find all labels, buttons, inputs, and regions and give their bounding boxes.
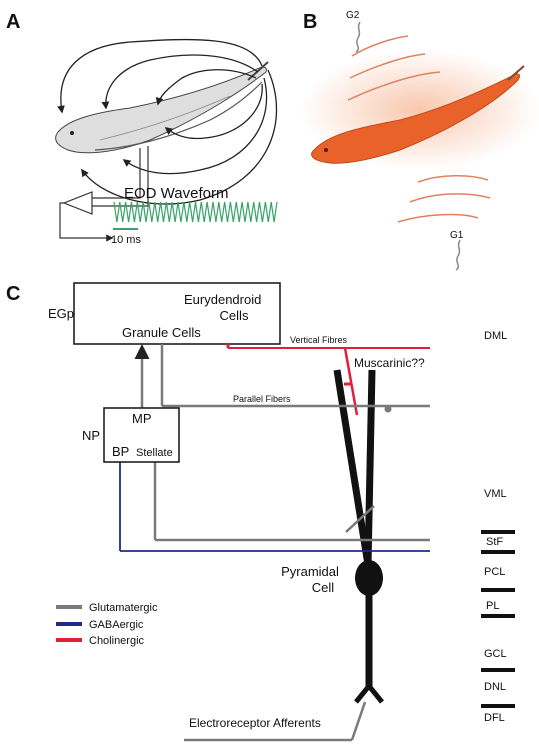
field-loop-mid-left — [101, 54, 259, 110]
layer-dfl: DFL — [484, 712, 505, 724]
eurydendroid-label-line2: Cells — [220, 308, 249, 323]
glutamatergic-pathways — [134, 344, 430, 742]
fish-body-glowing — [311, 73, 521, 164]
electrode-g2-label: G2 — [346, 10, 360, 21]
panel-label-c: C — [6, 283, 20, 305]
panel-a-fish-diagram — [55, 38, 278, 242]
field-loop-inner-right — [164, 83, 263, 140]
egp-label: EGp — [48, 306, 74, 321]
scale-bar-label: 10 ms — [111, 234, 141, 246]
layer-vml: VML — [484, 488, 507, 500]
layer-divider — [481, 550, 515, 554]
vertical-fibres-label: Vertical Fibres — [290, 335, 348, 345]
legend-label-gabaergic: GABAergic — [89, 619, 144, 631]
layer-stf: StF — [486, 536, 503, 548]
field-loop-outer-right — [81, 69, 278, 205]
pyramidal-label-line1: Pyramidal — [281, 564, 339, 579]
fish-eye — [70, 131, 74, 135]
legend-label-glutamatergic: Glutamatergic — [89, 602, 158, 614]
legend-swatch-cholinergic — [56, 638, 82, 642]
layer-divider — [481, 588, 515, 592]
stellate-label: Stellate — [136, 447, 173, 459]
field-loop-outer-left — [57, 38, 263, 114]
eurydendroid-label-line1: Eurydendroid — [184, 292, 261, 307]
field-loop-inner-left — [155, 69, 257, 106]
layer-gcl: GCL — [484, 648, 507, 660]
np-box — [103, 407, 180, 463]
legend: Glutamatergic GABAergic Cholinergic — [56, 602, 158, 647]
layer-pl: PL — [486, 600, 499, 612]
layer-divider — [481, 614, 515, 618]
layer-dml: DML — [484, 330, 507, 342]
layer-divider — [481, 668, 515, 672]
granule-cells-label: Granule Cells — [122, 325, 201, 340]
panel-label-b: B — [303, 11, 317, 33]
amplifier-icon — [62, 191, 93, 215]
legend-swatch-glutamatergic — [56, 605, 82, 609]
layer-divider — [481, 704, 515, 708]
pyramidal-soma — [355, 560, 383, 596]
egp-box — [73, 282, 281, 345]
legend-swatch-gabaergic — [56, 622, 82, 626]
legend-label-cholinergic: Cholinergic — [89, 635, 145, 647]
layer-labels: DML VML StF PCL PL GCL DNL DFL — [481, 330, 515, 724]
layer-pcl: PCL — [484, 566, 505, 578]
bp-label: BP — [112, 444, 129, 459]
panel-label-a: A — [6, 11, 20, 33]
pyramidal-cell — [333, 369, 384, 704]
eod-waveform-label: EOD Waveform — [124, 185, 228, 202]
muscarinic-label: Muscarinic?? — [354, 356, 425, 370]
layer-divider — [481, 530, 515, 534]
electroreceptor-afferents-label: Electroreceptor Afferents — [189, 716, 321, 730]
electrode-g2-wire — [355, 21, 361, 53]
vertical-fibres — [226, 343, 430, 416]
fish-body — [55, 66, 267, 154]
fish-fin — [94, 81, 263, 151]
panel-b-field-diagram — [300, 21, 539, 271]
mp-label: MP — [132, 411, 152, 426]
field-loop-mid-right — [122, 77, 268, 175]
eod-waveform-trace — [113, 201, 278, 223]
electrode-g1-label: G1 — [450, 230, 464, 241]
amplifier-output-lead — [59, 202, 114, 242]
pyramidal-label-line2: Cell — [312, 580, 335, 595]
layer-dnl: DNL — [484, 681, 506, 693]
parallel-fibers-label: Parallel Fibers — [233, 394, 291, 404]
electrode-g1-wire — [455, 239, 461, 271]
gabaergic-pathway — [119, 462, 430, 552]
np-label: NP — [82, 428, 100, 443]
